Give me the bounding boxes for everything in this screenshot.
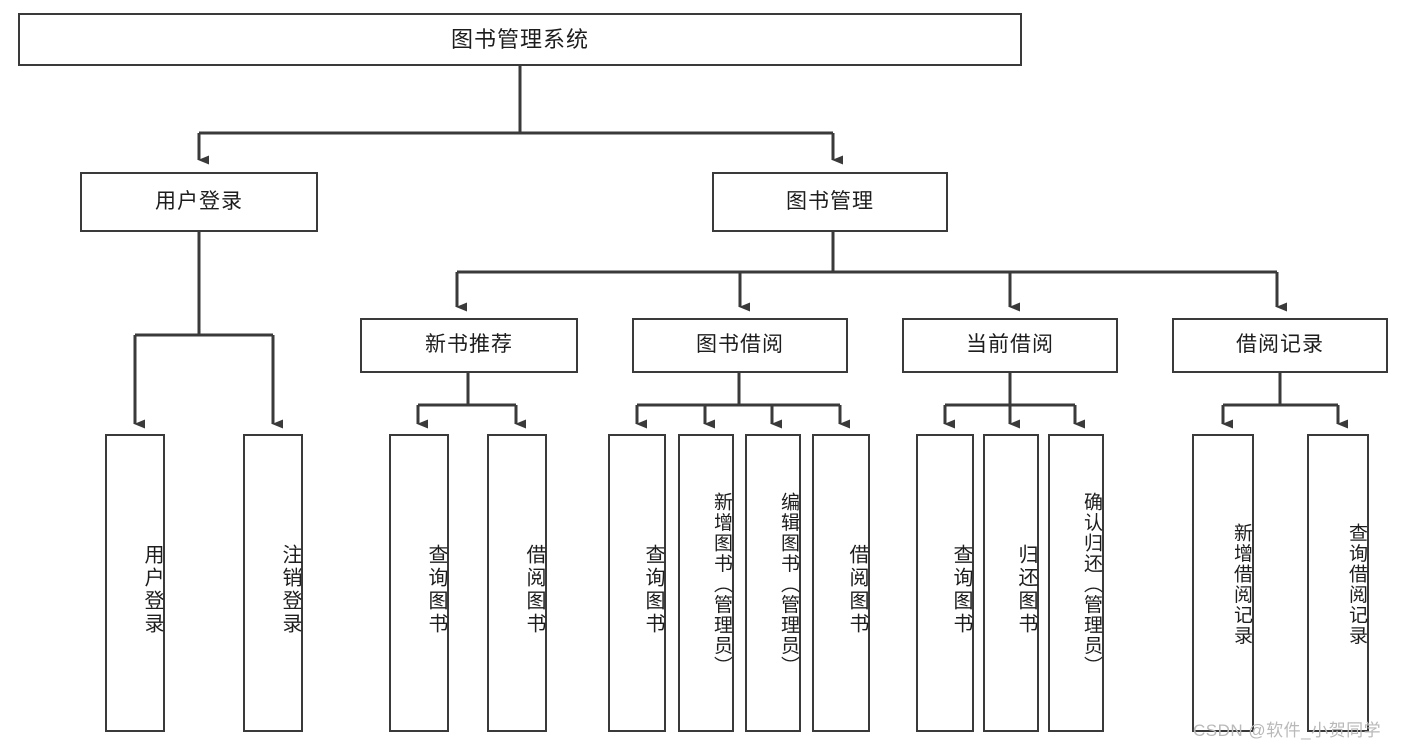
node-user-login[interactable]: 用户登录 (80, 172, 318, 232)
leaf-borrow-book-recommend[interactable]: 借阅图书 (487, 434, 547, 732)
leaf-edit-book-admin[interactable]: 编辑图书（管理员） (745, 434, 801, 732)
node-book-management[interactable]: 图书管理 (712, 172, 948, 232)
node-current-borrow[interactable]: 当前借阅 (902, 318, 1118, 373)
csdn-watermark: CSDN @软件_小贺同学 (1193, 721, 1382, 740)
node-root-system[interactable]: 图书管理系统 (18, 13, 1022, 66)
leaf-add-borrow-record[interactable]: 新增借阅记录 (1192, 434, 1254, 732)
leaf-add-book-admin[interactable]: 新增图书（管理员） (678, 434, 734, 732)
node-book-borrow[interactable]: 图书借阅 (632, 318, 848, 373)
leaf-query-book-recommend[interactable]: 查询图书 (389, 434, 449, 732)
leaf-query-borrow-record[interactable]: 查询借阅记录 (1307, 434, 1369, 732)
leaf-query-book-borrow[interactable]: 查询图书 (608, 434, 666, 732)
node-new-book-recommend[interactable]: 新书推荐 (360, 318, 578, 373)
leaf-logout-login[interactable]: 注销登录 (243, 434, 303, 732)
leaf-confirm-return-admin[interactable]: 确认归还（管理员） (1048, 434, 1104, 732)
node-borrow-record[interactable]: 借阅记录 (1172, 318, 1388, 373)
leaf-user-login[interactable]: 用户登录 (105, 434, 165, 732)
leaf-borrow-book-borrow[interactable]: 借阅图书 (812, 434, 870, 732)
leaf-query-book-current[interactable]: 查询图书 (916, 434, 974, 732)
leaf-return-book[interactable]: 归还图书 (983, 434, 1039, 732)
